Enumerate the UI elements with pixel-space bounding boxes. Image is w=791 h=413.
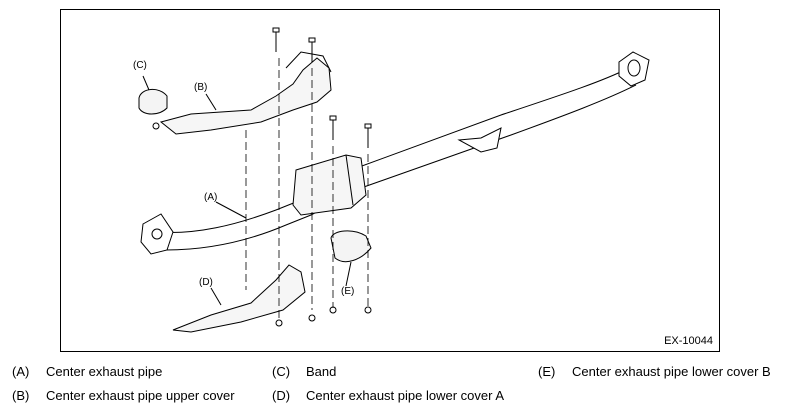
hanger-bracket bbox=[457, 127, 502, 153]
diagram-frame: (C) (B) (A) (D) (E) EX-10044 bbox=[60, 9, 720, 352]
legend-item-e: (E) Center exhaust pipe lower cover B bbox=[538, 364, 771, 379]
legend-item-a: (A) Center exhaust pipe bbox=[12, 364, 162, 379]
catalytic-converter bbox=[292, 154, 367, 216]
legend-key: (E) bbox=[538, 364, 556, 379]
legend-key: (B) bbox=[12, 388, 30, 403]
callout-e: (E) bbox=[341, 286, 354, 297]
legend-key: (D) bbox=[272, 388, 291, 403]
exhaust-diagram: (C) (B) (A) (D) (E) bbox=[133, 27, 650, 333]
legend-key: (A) bbox=[12, 364, 30, 379]
bolt-group bbox=[152, 27, 372, 148]
legend-key: (C) bbox=[272, 364, 291, 379]
callout-d: (D) bbox=[199, 277, 213, 288]
figure-id: EX-10044 bbox=[664, 335, 713, 347]
band bbox=[138, 89, 168, 115]
front-flange bbox=[140, 213, 174, 255]
upper-cover bbox=[159, 57, 332, 135]
callout-b: (B) bbox=[194, 82, 207, 93]
callout-c: (C) bbox=[133, 60, 147, 71]
legend-item-c: (C) Band bbox=[272, 364, 336, 379]
legend-text: Center exhaust pipe lower cover B bbox=[572, 364, 771, 379]
legend-item-d: (D) Center exhaust pipe lower cover A bbox=[272, 388, 504, 403]
nut-group bbox=[275, 306, 372, 327]
legend-text: Center exhaust pipe upper cover bbox=[46, 388, 235, 403]
legend-text: Band bbox=[306, 364, 337, 379]
legend-text: Center exhaust pipe bbox=[46, 364, 163, 379]
lower-cover-a bbox=[172, 264, 306, 333]
callout-a: (A) bbox=[204, 192, 217, 203]
legend-item-b: (B) Center exhaust pipe upper cover bbox=[12, 388, 235, 403]
legend-text: Center exhaust pipe lower cover A bbox=[306, 388, 504, 403]
lower-cover-b bbox=[330, 230, 372, 263]
rear-flange bbox=[618, 51, 650, 87]
